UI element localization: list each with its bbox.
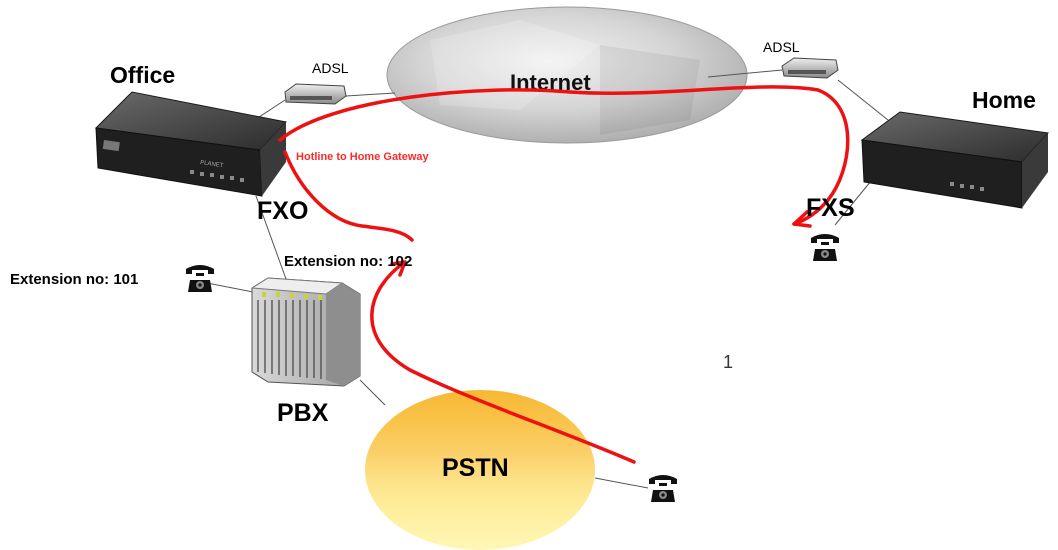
fxo-to-extension-path	[283, 150, 414, 242]
extension-101-phone-icon	[186, 265, 214, 292]
office-label: Office	[110, 62, 175, 88]
office-adsl-modem-icon	[284, 83, 347, 105]
pstn-to-extension-path	[370, 260, 636, 464]
pstn-label: PSTN	[442, 454, 509, 482]
home-label: Home	[972, 87, 1036, 113]
fxo-label: FXO	[257, 197, 308, 225]
pstn-cloud: PSTN	[365, 390, 595, 550]
hotline-path	[278, 85, 850, 226]
hotline-label: Hotline to Home Gateway	[296, 151, 430, 163]
call-paths	[278, 85, 850, 464]
internet-cloud: Internet	[386, 6, 748, 144]
stray-mark-label: 1	[723, 352, 733, 372]
home-adsl-modem-icon	[781, 57, 839, 79]
home-phone-icon	[811, 234, 839, 261]
extension-101-label: Extension no: 101	[10, 271, 138, 288]
office-gateway-icon: PLANET	[94, 91, 287, 197]
home-adsl-label: ADSL	[763, 39, 800, 55]
fxs-label: FXS	[806, 194, 855, 222]
svg-text:PLANET: PLANET	[200, 160, 224, 169]
pstn-phone-icon	[649, 475, 677, 502]
pbx-cabinet-icon	[250, 277, 361, 387]
office-adsl-label: ADSL	[312, 60, 349, 76]
extension-102-label: Extension no: 102	[284, 253, 412, 270]
home-gateway-icon	[860, 111, 1049, 209]
pbx-label: PBX	[277, 399, 329, 427]
